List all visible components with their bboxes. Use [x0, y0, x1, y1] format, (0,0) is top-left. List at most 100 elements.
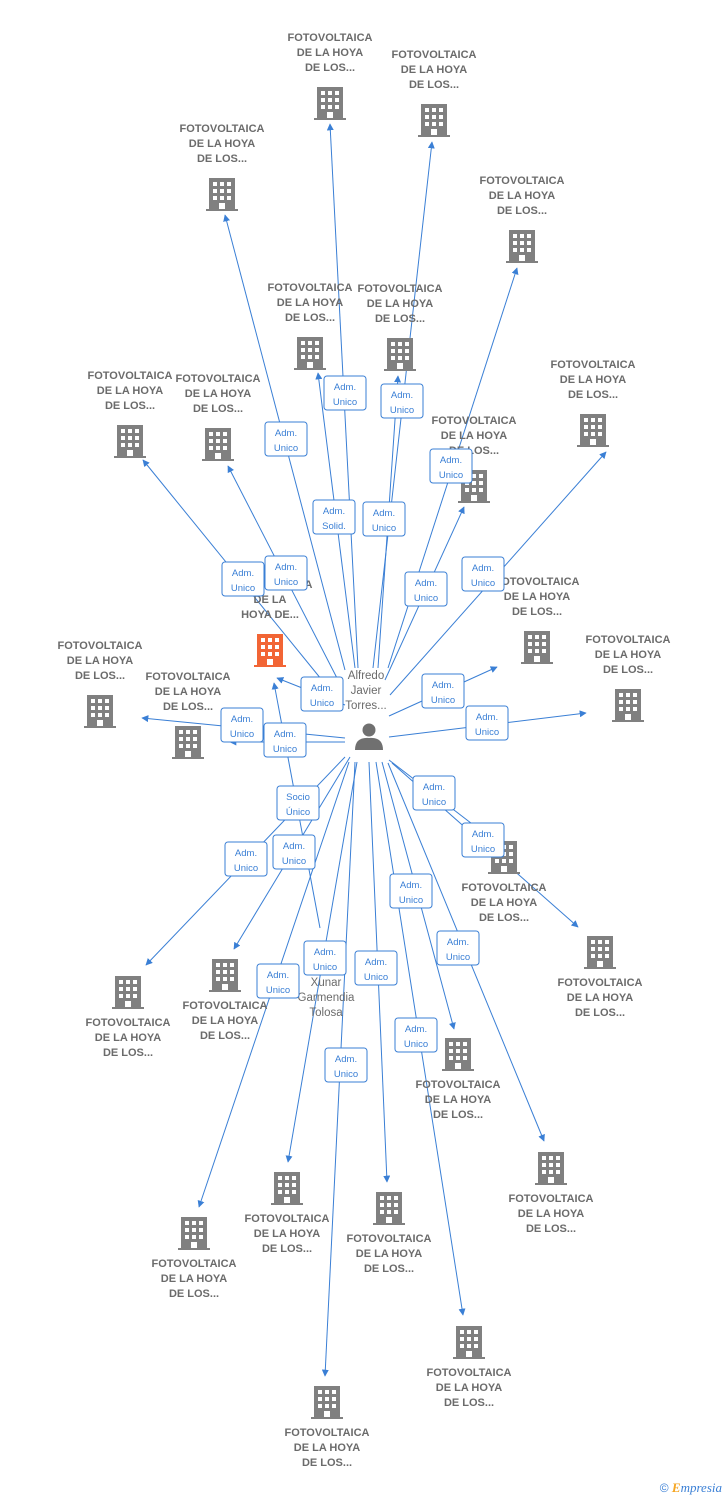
- role-badge-box: [220, 707, 264, 743]
- role-badge-box: [354, 950, 398, 986]
- role-badge-text: Adm.: [391, 390, 413, 401]
- company-label: DE LA HOYA: [97, 385, 163, 397]
- role-badge[interactable]: Adm.Unico: [380, 383, 424, 419]
- role-badge[interactable]: Adm.Unico: [404, 571, 448, 607]
- company-label: DE LA HOYA: [277, 297, 343, 309]
- role-badge[interactable]: Adm.Unico: [323, 375, 367, 411]
- role-badge-box: [264, 555, 308, 591]
- role-badge-box: [389, 873, 433, 909]
- role-badge[interactable]: Adm.Unico: [264, 421, 308, 457]
- company-label: FOTOVOLTAICA: [268, 282, 353, 294]
- company-label: DE LOS...: [169, 1288, 219, 1300]
- role-badge-text: Adm.: [373, 508, 395, 519]
- role-badge[interactable]: Adm.Unico: [465, 705, 509, 741]
- role-badge[interactable]: Adm.Unico: [264, 555, 308, 591]
- building-icon: [442, 1038, 474, 1071]
- role-badge-text: Adm.: [472, 829, 494, 840]
- role-badge[interactable]: Adm.Unico: [324, 1047, 368, 1083]
- role-badge-text: Adm.: [283, 841, 305, 852]
- role-badge[interactable]: Adm.Unico: [300, 676, 344, 712]
- company-label: DE LOS...: [262, 1243, 312, 1255]
- person-label: Tolosa: [309, 1007, 343, 1019]
- building-icon: [535, 1152, 567, 1185]
- role-badge[interactable]: Adm.Solid.: [312, 499, 356, 535]
- role-badge[interactable]: Adm.Unico: [429, 448, 473, 484]
- role-badge[interactable]: Adm.Unico: [412, 775, 456, 811]
- role-badge-text: Adm.: [335, 1054, 357, 1065]
- role-badge[interactable]: Adm.Unico: [461, 822, 505, 858]
- role-badge[interactable]: Adm.Unico: [303, 940, 347, 976]
- role-badge-text: Unico: [310, 698, 334, 709]
- role-badge[interactable]: Adm.Unico: [224, 841, 268, 877]
- building-icon: [453, 1326, 485, 1359]
- company-label: DE LA HOYA: [441, 430, 507, 442]
- company-label: FOTOVOLTAICA: [152, 1258, 237, 1270]
- role-badge-box: [461, 556, 505, 592]
- role-badge[interactable]: Adm.Unico: [263, 722, 307, 758]
- building-icon: [384, 338, 416, 371]
- role-badge-box: [362, 501, 406, 537]
- role-badge-box: [323, 375, 367, 411]
- building-icon: [271, 1172, 303, 1205]
- role-badge-text: Adm.: [323, 506, 345, 517]
- building-icon: [314, 87, 346, 120]
- role-badge-text: Adm.: [365, 957, 387, 968]
- role-badge[interactable]: Adm.Unico: [221, 561, 265, 597]
- company-label: DE LA HOYA: [489, 190, 555, 202]
- role-badge[interactable]: Adm.Unico: [354, 950, 398, 986]
- roles-layer: Adm.UnicoAdm.UnicoAdm.UnicoAdm.UnicoAdm.…: [220, 375, 509, 1083]
- role-badge[interactable]: Adm.Unico: [394, 1017, 438, 1053]
- role-badge-box: [312, 499, 356, 535]
- role-badge[interactable]: Adm.Unico: [362, 501, 406, 537]
- role-badge-text: Unico: [414, 593, 438, 604]
- role-badge-text: Adm.: [405, 1024, 427, 1035]
- company-label: FOTOVOLTAICA: [358, 283, 443, 295]
- company-label: DE LOS...: [409, 79, 459, 91]
- role-badge-text: Unico: [399, 895, 423, 906]
- person-node[interactable]: AlfredoJavierTorres...: [345, 670, 387, 750]
- role-badge[interactable]: Adm.Unico: [256, 963, 300, 999]
- role-badge[interactable]: Adm.Unico: [421, 673, 465, 709]
- role-badge-box: [263, 722, 307, 758]
- role-badge-text: Adm.: [447, 937, 469, 948]
- role-badge[interactable]: Adm.Unico: [220, 707, 264, 743]
- role-badge-box: [465, 705, 509, 741]
- role-badge-box: [412, 775, 456, 811]
- company-label: DE LA HOYA: [436, 1382, 502, 1394]
- role-badge[interactable]: Adm.Unico: [461, 556, 505, 592]
- role-badge[interactable]: Adm.Unico: [272, 834, 316, 870]
- footer-brand[interactable]: © Empresia: [660, 1480, 722, 1496]
- role-badge[interactable]: Adm.Unico: [436, 930, 480, 966]
- role-badge-text: Unico: [266, 985, 290, 996]
- role-badge-box: [256, 963, 300, 999]
- role-badge[interactable]: Adm.Unico: [389, 873, 433, 909]
- company-label: DE LOS...: [497, 205, 547, 217]
